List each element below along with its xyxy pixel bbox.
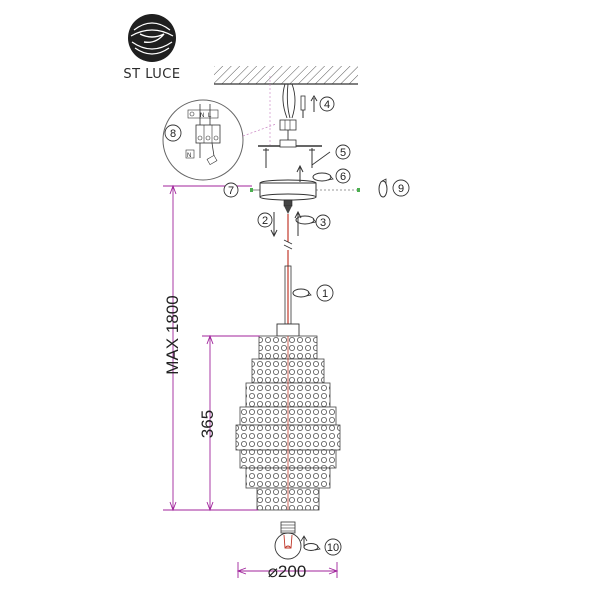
callout-4: 4 (319, 96, 335, 112)
brand-name: ST LUCE (123, 67, 180, 82)
callout-circle (315, 214, 331, 230)
callout-circle (316, 284, 334, 302)
rotation-arrows (292, 151, 388, 551)
ceiling-hatch (214, 66, 358, 84)
logo-mark (128, 14, 176, 62)
dimension-diameter: ⌀200 (236, 562, 339, 581)
brand-logo: ST LUCE (123, 14, 180, 82)
callout-circle (324, 538, 342, 556)
canopy (250, 164, 360, 201)
callout-10: 10 (324, 538, 342, 556)
callout-number: 3 (320, 217, 326, 229)
supply-wires (269, 76, 296, 145)
callout-number: 10 (327, 542, 339, 554)
diameter-label: ⌀200 (268, 562, 307, 581)
cord-grip (270, 199, 302, 238)
callout-circle (223, 182, 239, 198)
max-height-label: MAX 1800 (163, 295, 182, 374)
callout-number: 9 (398, 183, 404, 195)
shade-cap (276, 323, 300, 337)
terminal-block (279, 119, 297, 142)
callout-8: 8 (164, 124, 182, 142)
terminal-n-label: N (200, 113, 204, 119)
lamp-shade (235, 323, 341, 511)
callout-number: 6 (340, 171, 346, 183)
dimension-shade-height: 365 (198, 334, 260, 512)
callout-circle (164, 124, 182, 142)
light-bulb (274, 521, 302, 560)
callout-6: 6 (335, 168, 351, 184)
callout-number: 2 (262, 215, 268, 227)
screw-marker-left (250, 188, 253, 192)
terminal-n-bottom-label: N (187, 153, 191, 159)
mounting-bracket (258, 139, 322, 168)
callout-3: 3 (315, 214, 331, 230)
callout-number: 8 (170, 128, 176, 140)
callout-number: 5 (340, 147, 346, 159)
callout-number: 1 (322, 288, 328, 300)
callouts: 1 2 3 4 5 6 7 8 9 10 (164, 96, 410, 556)
callout-7: 7 (223, 182, 239, 198)
callout-9: 9 (392, 179, 410, 197)
callout-1: 1 (316, 284, 334, 302)
callout-circle (392, 179, 410, 197)
callout-circle (319, 96, 335, 112)
callout-number: 7 (228, 185, 234, 197)
suspension-cord (283, 214, 293, 330)
callout-circle (257, 212, 273, 228)
screw-marker-right (357, 188, 360, 192)
shade-height-label: 365 (198, 410, 217, 438)
wiring-detail: N L N (162, 99, 277, 181)
ceiling (214, 66, 358, 85)
callout-number: 4 (324, 99, 330, 111)
callout-5: 5 (335, 144, 351, 160)
callout-2: 2 (257, 212, 273, 228)
dimension-max-height: MAX 1800 (163, 184, 252, 512)
callout-circle (335, 144, 351, 160)
callout-circle (335, 168, 351, 184)
screw-dowel (300, 95, 318, 118)
